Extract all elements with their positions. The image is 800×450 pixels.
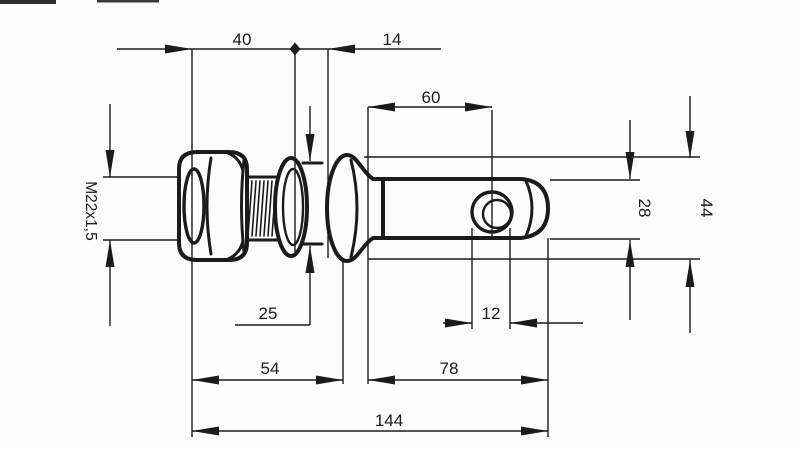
dim-144: 144 bbox=[192, 411, 548, 436]
dim-144-label: 144 bbox=[375, 411, 403, 430]
washer bbox=[273, 156, 309, 258]
dim-25: 25 bbox=[235, 106, 315, 326]
dim-thread-m22: M22x1,5 bbox=[82, 104, 181, 326]
dim-60-label: 60 bbox=[422, 88, 441, 107]
dim-25-label: 25 bbox=[259, 304, 278, 323]
dim-28: 28 bbox=[625, 120, 654, 320]
dim-12: 12 bbox=[443, 304, 583, 328]
dim-54-label: 54 bbox=[261, 359, 280, 378]
scan-artifact bbox=[0, 0, 56, 4]
dim-12-label: 12 bbox=[482, 304, 501, 323]
dim-14-label: 14 bbox=[383, 30, 402, 49]
datum-diamond bbox=[289, 42, 301, 56]
collar bbox=[325, 153, 385, 263]
dim-78-label: 78 bbox=[440, 359, 459, 378]
dim-14: 14 bbox=[328, 30, 401, 54]
dim-44: 44 bbox=[685, 96, 716, 333]
hex-nut bbox=[177, 150, 249, 262]
extension-lines bbox=[191, 49, 700, 437]
dim-44-label: 44 bbox=[697, 199, 716, 218]
dim-thread-label: M22x1,5 bbox=[82, 181, 99, 240]
shank-neck bbox=[301, 161, 324, 246]
dim-40-label: 40 bbox=[233, 30, 252, 49]
scan-artifact bbox=[97, 0, 159, 3]
dim-60: 60 bbox=[368, 88, 492, 112]
dim-40: 40 bbox=[117, 30, 441, 56]
pin-shaft bbox=[366, 177, 550, 240]
dim-54: 54 bbox=[192, 359, 343, 385]
dim-78: 78 bbox=[368, 359, 548, 385]
dim-28-label: 28 bbox=[635, 199, 654, 218]
